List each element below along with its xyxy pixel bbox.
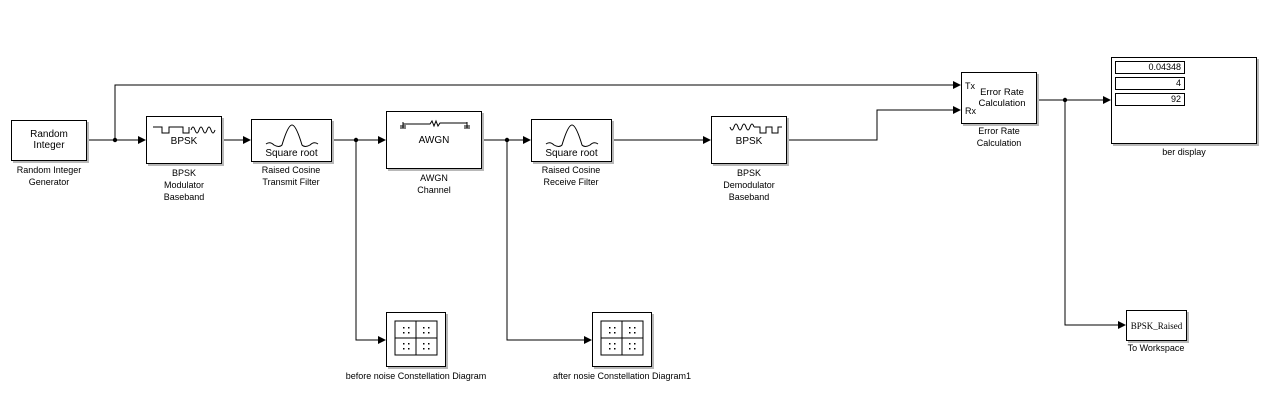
raised-cosine-transmit-filter-block[interactable]: Square root [251,119,332,162]
ber-display-block[interactable]: 0.04348 4 92 [1111,57,1257,144]
line-source-to-tx[interactable] [114,81,961,140]
constellation-before-noise-block[interactable] [386,312,446,367]
awgn-channel-caption: AWGN Channel [417,173,451,195]
raised-cosine-receive-caption: Raised Cosine Receive Filter [541,165,601,187]
sinc-pulse-icon [545,124,599,147]
raised-cosine-receive-filter-block[interactable]: Square root [531,119,612,162]
constellation-after-noise-block[interactable] [592,312,652,367]
branch-point [1062,97,1068,103]
sine-to-square-wave-icon [729,123,782,134]
block-label: AWGN [418,135,450,146]
constellation-icon [600,320,644,356]
awgn-channel-block[interactable]: AWGN [386,111,482,169]
constellation-icon [394,320,438,356]
symbol-count-field: 92 [1115,93,1185,106]
constellation-after-noise-caption: after nosie Constellation Diagram1 [552,371,692,381]
error-count-field: 4 [1115,77,1185,90]
line-awgn-to-const-after[interactable] [506,140,592,344]
branch-point [112,137,118,143]
noise-channel-icon [400,119,470,129]
square-wave-to-sine-icon [153,126,216,134]
to-workspace-block[interactable]: BPSK_Raised [1126,310,1187,341]
block-label: Random Integer [30,129,68,151]
bpsk-modulator-block[interactable]: BPSK [146,116,222,164]
block-label: Square root [545,148,598,159]
error-rate-calculation-block[interactable]: Tx Rx Error Rate Calculation [961,72,1037,124]
raised-cosine-transmit-caption: Raised Cosine Transmit Filter [261,165,321,187]
bpsk-modulator-caption: BPSK Modulator Baseband [163,168,205,202]
line-errrate-to-workspace[interactable] [1064,100,1126,329]
block-label: BPSK_Raised [1130,321,1183,331]
block-label: Square root [265,148,318,159]
random-integer-caption: Random Integer Generator [16,165,82,187]
random-integer-generator-block[interactable]: Random Integer [11,120,87,161]
error-rate-caption: Error Rate Calculation [976,126,1022,148]
block-label: BPSK [170,136,198,147]
block-label: BPSK [735,136,763,147]
port-rx-label: Rx [965,106,976,116]
to-workspace-caption: To Workspace [1127,343,1185,353]
line-txfilter-to-const-before[interactable] [355,140,386,344]
branch-point [353,137,359,143]
bpsk-demodulator-caption: BPSK Demodulator Baseband [723,168,775,202]
bpsk-demodulator-block[interactable]: BPSK [711,116,787,164]
sinc-pulse-icon [265,124,319,147]
branch-point [504,137,510,143]
constellation-before-noise-caption: before noise Constellation Diagram [345,371,487,381]
port-tx-label: Tx [965,81,975,91]
ber-value-field: 0.04348 [1115,61,1185,74]
ber-display-caption: ber display [1162,147,1206,157]
block-label: Error Rate Calculation [978,87,1026,109]
line-demod-to-rx[interactable] [787,106,961,141]
